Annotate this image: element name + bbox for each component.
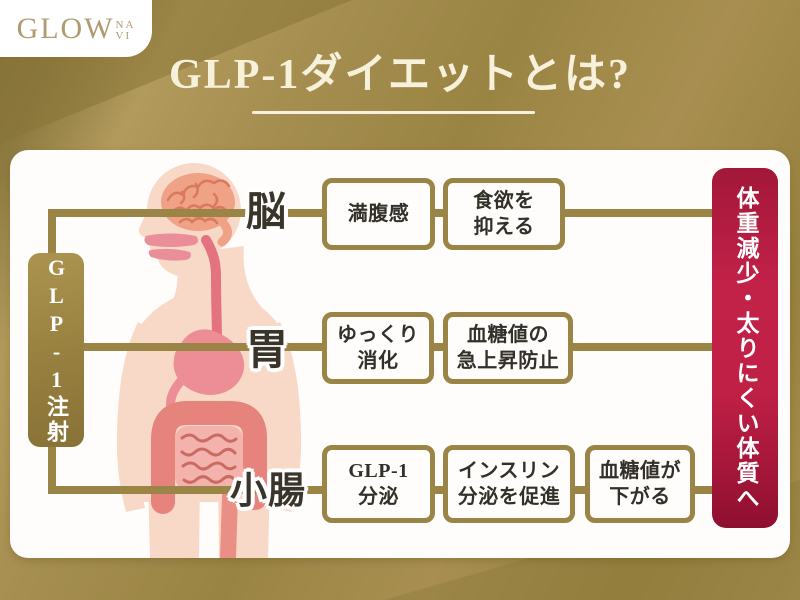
step-text: ゆっくり [337, 324, 419, 346]
step-text: 下がる [609, 486, 671, 508]
row2-step1-box: ゆっくり 消化 [322, 312, 434, 384]
step-text: 血糖値の [467, 324, 549, 346]
esophagus-graphic [201, 235, 222, 349]
logo-sub-top: NA [115, 18, 136, 31]
large-intestine-graphic [151, 401, 267, 514]
step-text: 消化 [357, 350, 399, 372]
step-text: 抑える [473, 216, 535, 238]
step-text: 分泌を促進 [457, 486, 561, 508]
connector-elbow-row1 [48, 209, 56, 259]
step-text: GLP-1 [348, 460, 409, 482]
row3-step2-box: インスリン 分泌を促進 [443, 445, 575, 523]
logo-sub-text: NA VI [115, 18, 136, 42]
small-intestine-graphic [175, 426, 243, 490]
row1-step1-box: 満腹感 [322, 178, 435, 250]
step-text: 血糖値が [599, 460, 681, 482]
mouth-graphic [144, 233, 199, 261]
glp1-injection-badge: GLP-1注射 [28, 253, 84, 447]
rectum-graphic [220, 488, 238, 558]
step-text: 急上昇防止 [456, 350, 560, 372]
step-text: 分泌 [358, 486, 399, 508]
organ-label-small-intestine: 小腸 [230, 471, 306, 512]
outcome-banner: 体重減少・太りにくい体質へ [712, 168, 778, 528]
row3-step3-box: 血糖値が 下がる [585, 445, 695, 523]
step-text: 食欲を [473, 190, 535, 212]
row2-step2-box: 血糖値の 急上昇防止 [443, 312, 573, 384]
row3-step1-box: GLP-1 分泌 [322, 445, 435, 523]
row1-step2-box: 食欲を 抑える [443, 178, 565, 250]
organ-label-brain: 脳 [246, 189, 287, 234]
step-text: インスリン [457, 460, 561, 482]
connector-elbow-row3 [48, 442, 56, 494]
organ-label-stomach: 胃 [246, 328, 290, 374]
page-title: GLP-1ダイエットとは? [169, 52, 631, 98]
step-text: 満腹感 [347, 203, 410, 225]
title-underline [252, 111, 535, 114]
